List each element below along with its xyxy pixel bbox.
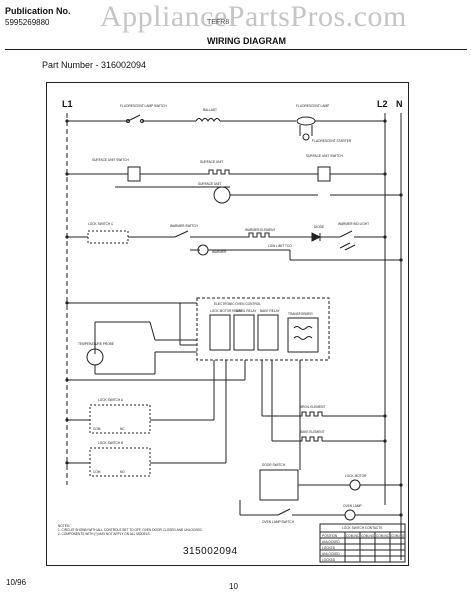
fluor-lamp-label: FLUORESCENT LAMP (296, 104, 330, 108)
lock-table-row-label: UNLOCKED (322, 540, 340, 544)
lock-switch-b-label: LOCK SWITCH B (98, 441, 124, 445)
lock-switch-a-label: LOCK SWITCH A (98, 398, 123, 402)
lock-switch-c-label: LOCK SWITCH C (88, 222, 114, 226)
fluor-switch-label: FLUORESCENT LAMP SWITCH (120, 104, 167, 108)
oven-lamp-switch-label: OVEN LAMP SWITCH (262, 520, 294, 524)
note-2: 2. COMPONENTS WITH (*) MAY NOT APPLY ON … (58, 532, 151, 536)
lock-table-header: COM-NC (376, 534, 390, 538)
publication-number: 5995269880 (5, 18, 50, 27)
lock-table-title: LOCK SWITCH CONTACTS (342, 526, 383, 530)
no-label-b: NO (120, 470, 125, 474)
lock-table-row-label: LOCKED (322, 558, 336, 562)
lock-table-row-label: LOCKED (322, 546, 336, 550)
warmer-switch-label: WARMER SWITCH (170, 224, 198, 228)
broil-relay-label: BROIL RELAY (236, 309, 257, 313)
header-rule (5, 49, 467, 50)
lock-table-row-label: UNLOCKED (322, 552, 340, 556)
model-code: TEFR8 (207, 19, 230, 26)
lock-table-header: COM-NO (391, 534, 405, 538)
part-number: Part Number - 316002094 (42, 60, 147, 70)
footer-date: 10/96 (6, 578, 27, 587)
lock-motor-label: LOCK MOTOR (345, 474, 367, 478)
line-label-n: N (396, 99, 403, 109)
door-switch-label: DOOR SWITCH (262, 463, 286, 467)
control-label: ELECTRONIC OVEN CONTROL (214, 302, 261, 306)
page-number: 10 (229, 582, 238, 591)
lock-table-header: COM-NO (361, 534, 375, 538)
bake-element-label: BAKE ELEMENT (300, 430, 325, 434)
watermark: AppliancePartsPros.com (100, 0, 407, 33)
diagram-frame (46, 82, 409, 566)
diagram-code: 315002094 (183, 546, 238, 557)
lock-table-header-position: POSITION (322, 534, 338, 538)
oven-lamp-label: OVEN LAMP (343, 504, 362, 508)
surface-switch-right-label: SURFACE UNIT SWITCH (306, 154, 343, 158)
com-label-a: COM (93, 427, 101, 431)
warmer-indicator-label: WARMER IND LIGHT (338, 222, 370, 226)
fluor-starter-label: FLUORESCENT STARTER (312, 139, 352, 143)
surface-unit-label: SURFACE UNIT (200, 160, 224, 164)
line-label-l2: L2 (377, 99, 388, 109)
publication-label: Publication No. (5, 6, 71, 16)
nc-label-a: NC (120, 427, 125, 431)
low-limit-label: LOW LIMIT TCO (268, 244, 292, 248)
note-1: 1. CIRCUIT SHOWN WITH ALL CONTROLS SET T… (58, 528, 203, 532)
temp-probe-label: TEMPERATURE PROBE (78, 342, 114, 346)
diode-label: DIODE (314, 225, 325, 229)
surface-switch-left-label: SURFACE UNIT SWITCH (92, 158, 129, 162)
transformer-label: TRANSFORMER (288, 312, 313, 316)
notes-block: NOTES: 1. CIRCUIT SHOWN WITH ALL CONTROL… (58, 524, 203, 536)
line-label-l1: L1 (62, 99, 73, 109)
page-title: WIRING DIAGRAM (207, 36, 286, 46)
lock-table-header: COM-NC (346, 534, 360, 538)
broil-element-label: BROIL ELEMENT (300, 405, 326, 409)
lock-motor-relay-label: LOCK MOTOR RELAY (210, 309, 243, 313)
surface-unit-2-label: SURFACE UNIT (198, 182, 222, 186)
com-label-b: COM (93, 470, 101, 474)
bake-relay-label: BAKE RELAY (260, 309, 280, 313)
warmer-light-label: WARMER (212, 250, 227, 254)
notes-title: NOTES: (58, 524, 70, 528)
warmer-element-label: WARMER ELEMENT (245, 228, 276, 232)
ballast-label: BALLAST (203, 108, 217, 112)
